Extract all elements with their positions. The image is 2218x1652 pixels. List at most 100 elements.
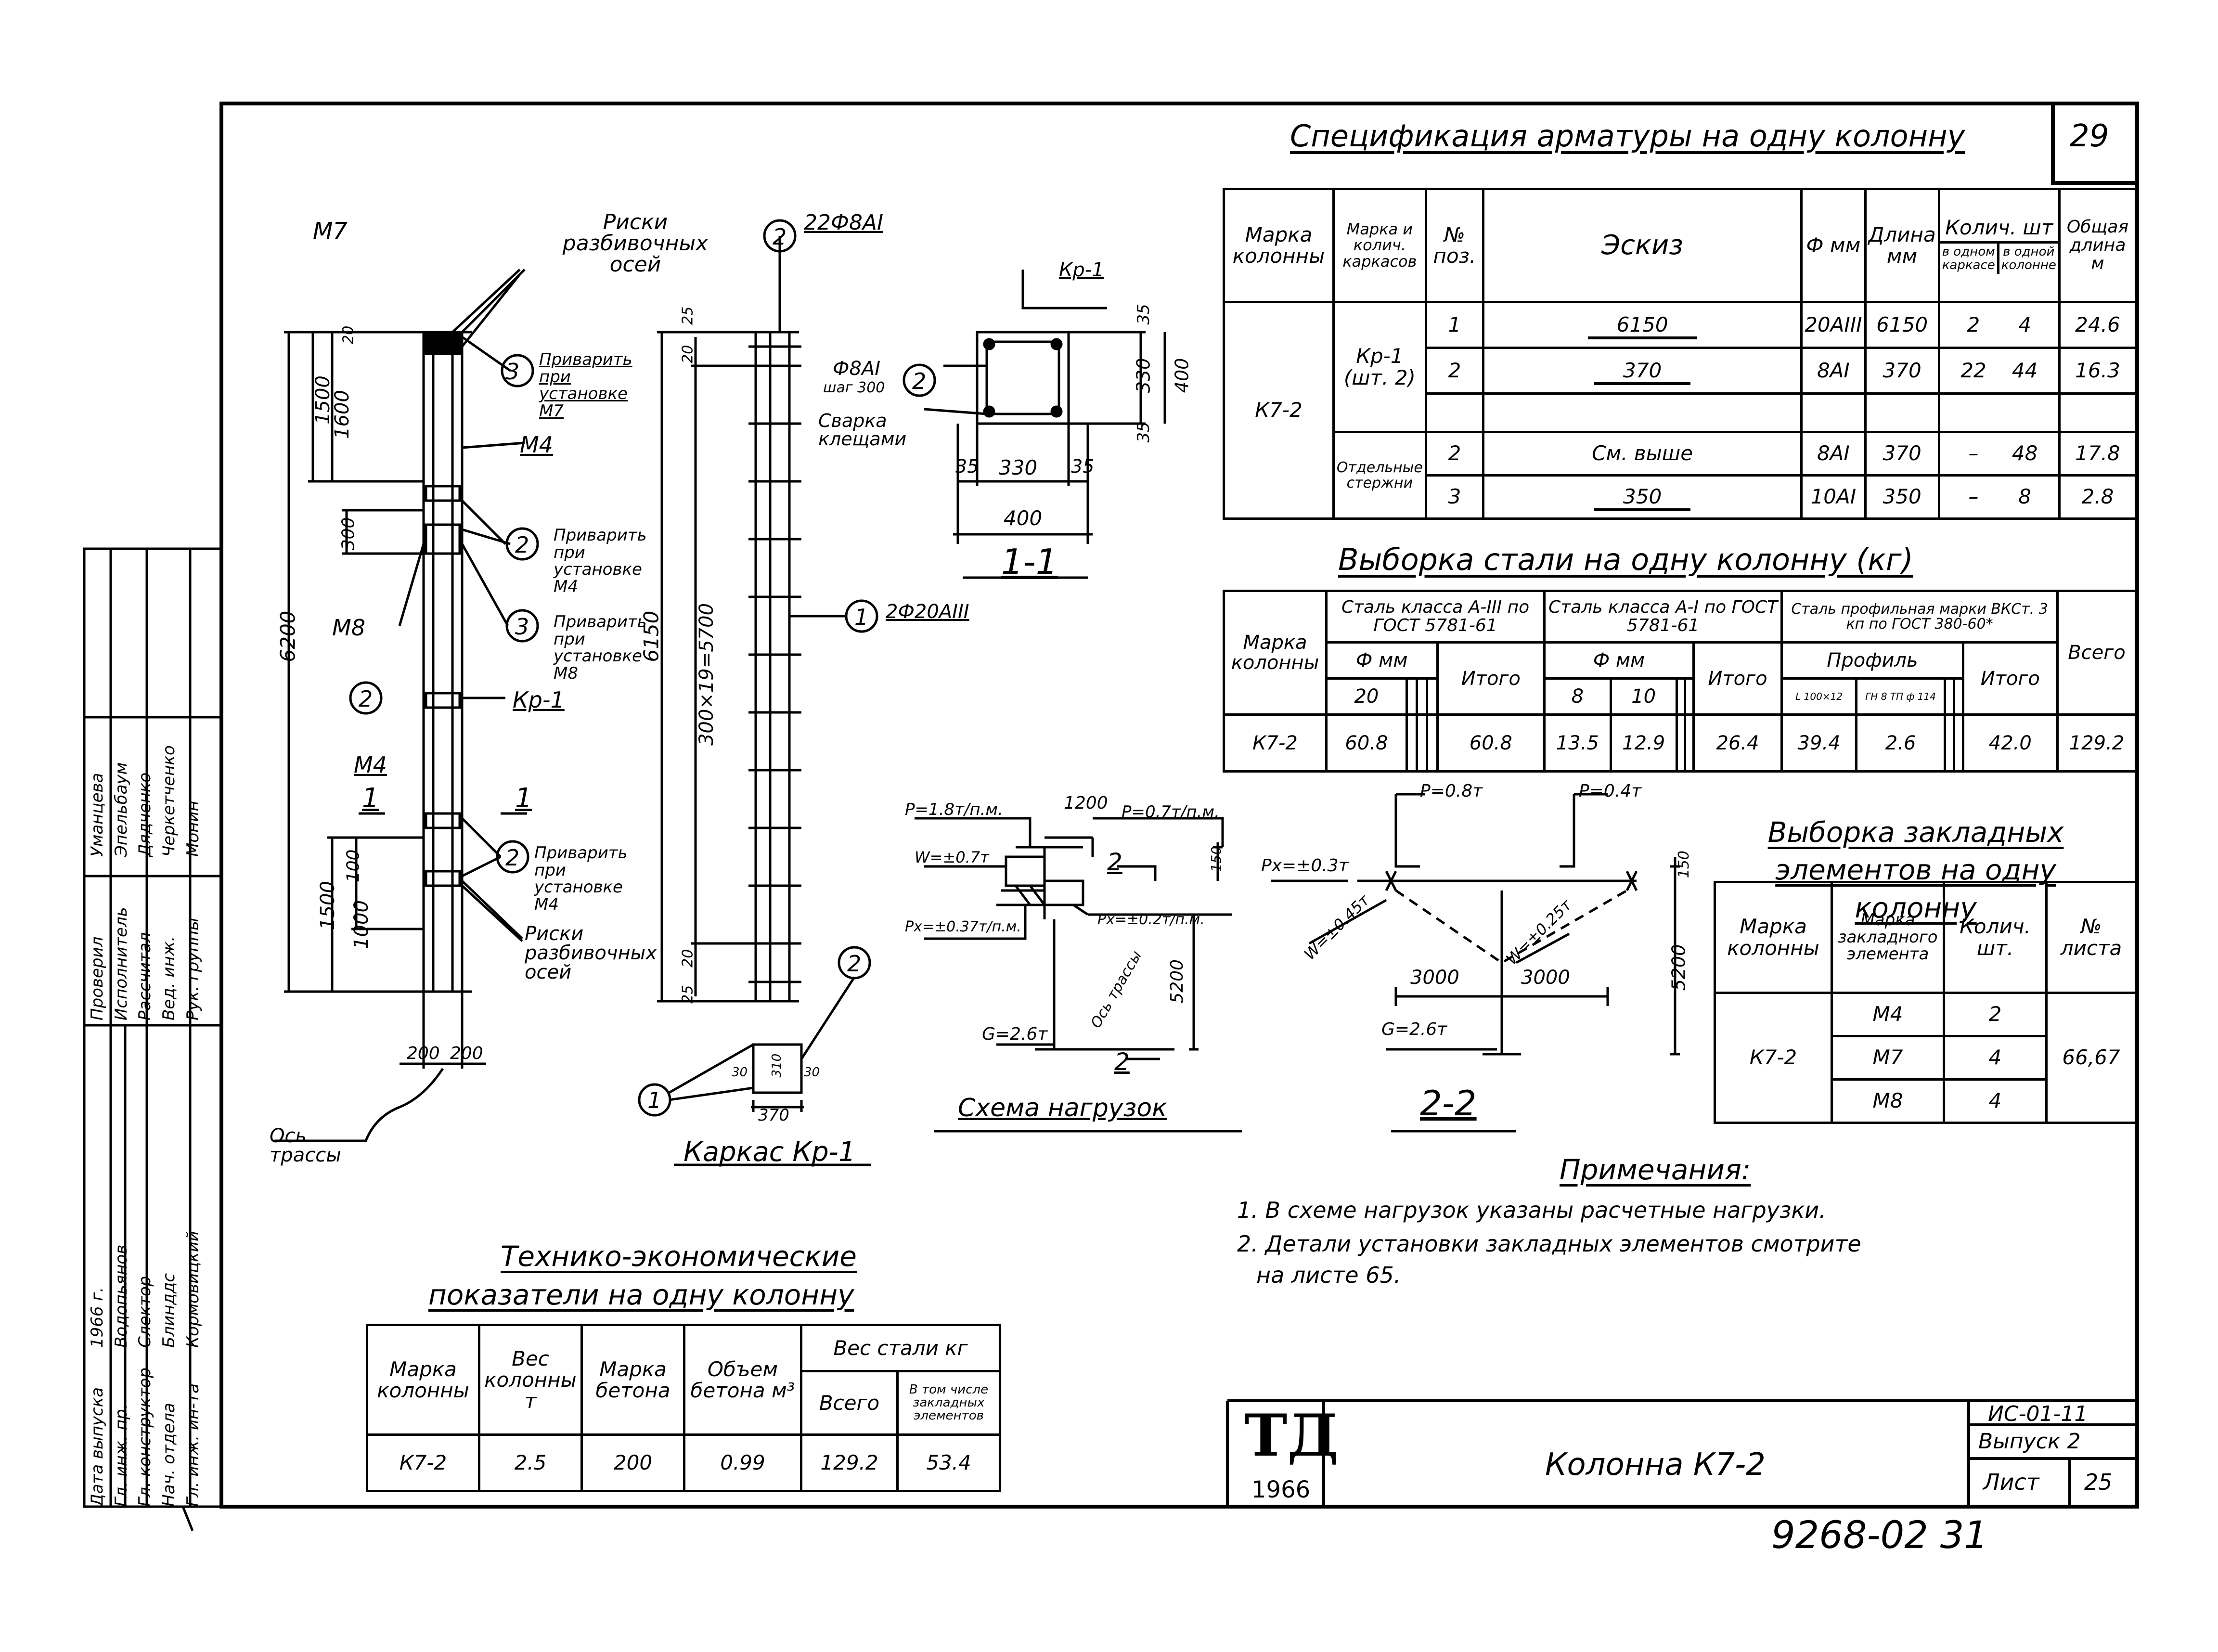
emb-qty: 2 — [1943, 992, 2048, 1037]
spec-dia: 8АI — [1800, 347, 1867, 395]
stamp-name: Монин — [183, 800, 203, 857]
tech-h-concrete: Марка бетона — [580, 1323, 685, 1436]
steel-p1: 39.4 — [1780, 713, 1858, 773]
dim-1500b: 1500 — [316, 881, 339, 930]
stamp-name: Водопьянов — [111, 1244, 131, 1348]
footer-number: 9268-02 31 — [1771, 1514, 1988, 1557]
tech-volume: 0.99 — [683, 1433, 802, 1492]
steel-h-p2: ГН 8 ТП ф 114 — [1855, 677, 1947, 716]
emb-qty: 4 — [1943, 1078, 2048, 1124]
spec-q2: 8 — [2018, 485, 2032, 509]
spec-dia: 10АI — [1800, 474, 1867, 520]
spec-len: 370 — [1864, 347, 1940, 395]
load-w: W=±0.7т — [915, 848, 989, 866]
stamp-role: Проверил — [88, 936, 107, 1020]
stamp-name: Слектор — [135, 1276, 155, 1348]
balloon-3b: 3 — [515, 614, 529, 640]
sec11-welding: Сварка клещами — [818, 410, 907, 450]
spec-pos: 2 — [1424, 347, 1485, 395]
tech-steel: 129.2 — [800, 1433, 899, 1492]
steel-h-itogo-a3: Итого — [1436, 641, 1546, 716]
spec-frame-qty: (шт. 2) — [1343, 365, 1416, 389]
frame-dim-20a: 20 — [679, 345, 696, 363]
spec-h-qty-one: в одном каркасе — [1940, 244, 1999, 274]
spec-q1: 22 — [1960, 358, 1986, 382]
label-m7: М7 — [313, 218, 348, 245]
dim-1000: 1000 — [350, 900, 373, 949]
notes-title: Примечания: — [1560, 1153, 1751, 1186]
spec-h-frame-mark: Марка и колич. каркасов — [1332, 188, 1427, 303]
emb-sheets: 66,67 — [2045, 992, 2137, 1124]
tech-concrete: 200 — [580, 1433, 685, 1492]
load-px2: Px=±0.2т/п.м. — [1097, 911, 1205, 928]
label-m4b: М4 — [354, 752, 387, 778]
sec11-title: 1-1 — [1001, 542, 1058, 582]
stamp-name: Эпельбаум — [111, 762, 131, 857]
sec11-stirrup: Ф8АI — [833, 358, 881, 380]
sec22-g: G=2.6т — [1381, 1020, 1447, 1039]
spec-separate-label: Отдельные стержни — [1332, 431, 1427, 520]
frame-balloon-bot2: 1 — [647, 1087, 662, 1113]
steel-h-a1: Сталь класса А-I по ГОСТ 5781-61 — [1543, 589, 1783, 644]
stamp-names-lower: 1966 г. Водопьянов Слектор Блинддс Кормо… — [88, 1155, 203, 1348]
stamp-role: Исполнитель — [111, 907, 131, 1020]
frame-bar-main: 2Ф20АIII — [886, 601, 969, 623]
sec11-d35b: 35 — [1071, 456, 1095, 477]
label-weld-m4b: Приварить при установке М4 — [534, 843, 628, 915]
spec-sketch-value: 6150 — [1587, 312, 1697, 339]
sec11-h35b: 35 — [1134, 422, 1153, 443]
sheet-number: 29 — [2070, 118, 2109, 154]
spec-total: 16.3 — [2058, 347, 2138, 395]
spec-sketch-value: 350 — [1594, 485, 1691, 512]
label-ticks-top: Риски разбивочных осей — [562, 210, 709, 277]
steel-h-dia-a1: Ф мм — [1543, 641, 1695, 680]
tech-h-steel: Вес стали кг — [800, 1323, 1001, 1373]
frame-dim-25a: 25 — [679, 306, 696, 325]
label-axis: Ось трассы — [270, 1125, 341, 1166]
title-sheet: 25 — [2084, 1469, 2113, 1495]
emb-el: М7 — [1831, 1035, 1945, 1081]
spec-frame-cell: Кр-1 (шт. 2) — [1332, 301, 1427, 433]
load-p1: P=1.8т/п.м. — [905, 800, 1003, 819]
label-m4: М4 — [520, 432, 553, 458]
stamp-name: Уманцева — [88, 773, 107, 857]
stamp-role: Рук. группы — [183, 917, 203, 1020]
sec11-d35a: 35 — [955, 456, 979, 477]
frame-dim-25b: 25 — [679, 985, 696, 1004]
steel-a3-total: 60.8 — [1436, 713, 1546, 773]
steel-h-total: Всего — [2056, 589, 2137, 716]
balloon-2b: 2 — [359, 686, 373, 712]
steel-a1-8: 13.5 — [1543, 713, 1612, 773]
tech-h-emb: В том числе закладных элементов — [896, 1370, 1001, 1436]
section-1-1 — [903, 270, 1166, 579]
load-p2: P=0.7т/п.м. — [1122, 802, 1220, 822]
load-d5200: 5200 — [1167, 959, 1187, 1004]
sec11-d330: 330 — [999, 456, 1038, 479]
steel-h-d20: 20 — [1325, 677, 1408, 716]
sec11-h35a: 35 — [1134, 304, 1153, 325]
dim-1500a: 1500 — [311, 375, 334, 425]
tech-title-2: показатели на одну колонну — [428, 1278, 854, 1311]
frame-dim-pitch: 300×19=5700 — [696, 603, 718, 746]
tech-emb: 53.4 — [896, 1433, 1001, 1492]
spec-sketch: 6150 — [1482, 301, 1803, 349]
sec11-h400: 400 — [1171, 358, 1193, 393]
label-weld-m7: Приварить при установке М7 — [539, 350, 632, 421]
note-1: 1. В схеме нагрузок указаны расчетные на… — [1237, 1197, 1826, 1223]
stamp-names-upper: Уманцева Эпельбаум Дядченко Черкетченко … — [88, 698, 203, 857]
steel-h-a3: Сталь класса А-III по ГОСТ 5781-61 — [1325, 589, 1546, 644]
stamp: Дата выпуска Гл. инж. пр. Гл. конструкто… — [84, 549, 221, 1507]
stamp-name: Блинддс — [159, 1273, 179, 1348]
section-2-2 — [1271, 793, 1680, 1133]
frame-title: Каркас Кр-1 — [683, 1136, 856, 1168]
dim-20: 20 — [340, 325, 357, 344]
frame-dim-len: 6150 — [639, 610, 663, 662]
spec-len: 370 — [1864, 431, 1940, 477]
sec22-title: 2-2 — [1420, 1083, 1477, 1123]
spec-qty: –8 — [1937, 474, 2061, 520]
steel-a1-total: 26.4 — [1692, 713, 1783, 773]
steel-p2: 2.6 — [1855, 713, 1947, 773]
emb-h-qty: Колич. шт. — [1943, 881, 2048, 994]
